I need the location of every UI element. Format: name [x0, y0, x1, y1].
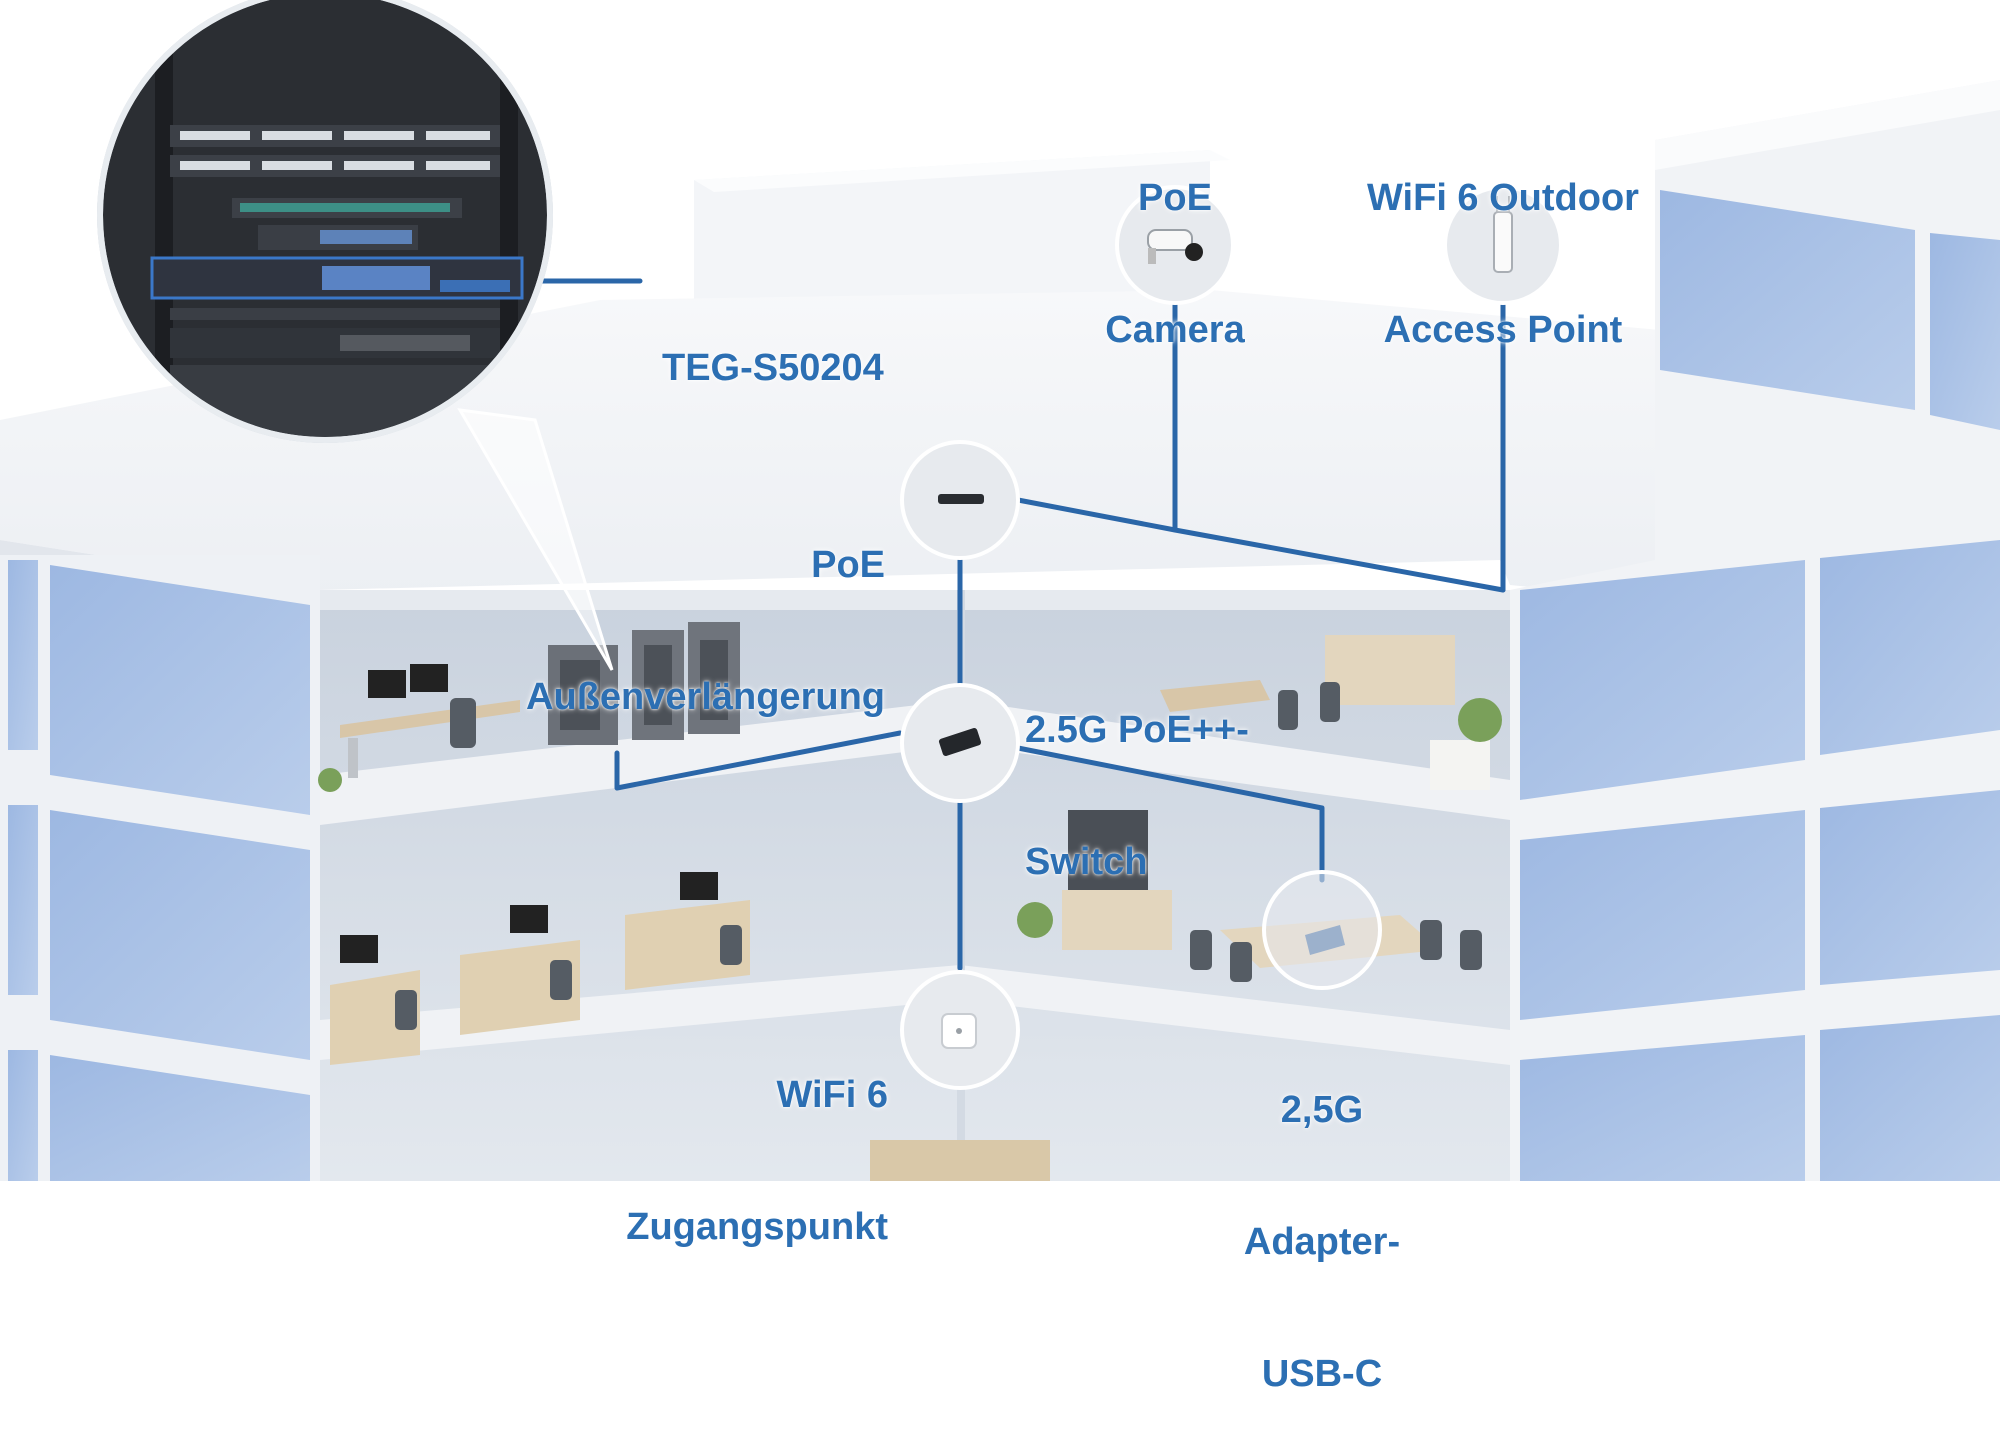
usb-adapter-label: 2,5G Adapter- USB-C	[1243, 1089, 1401, 1395]
teg-model-label: TEG-S50204	[662, 347, 884, 389]
upper-left-office	[318, 622, 740, 792]
wifi-access-point-icon	[900, 970, 1020, 1090]
left-facade	[0, 555, 320, 1181]
security-camera-icon	[1115, 185, 1235, 305]
right-tower	[1510, 80, 2000, 1181]
poe-extender-label: PoE Außenverlängerung	[526, 544, 885, 718]
usb-c-adapter-icon	[1262, 870, 1382, 990]
lower-left-office	[330, 872, 750, 1065]
line-switch-to-adapter	[1015, 745, 1325, 883]
poe-camera-label: PoE Camera	[1105, 177, 1245, 351]
line-switch-to-rack	[614, 730, 903, 791]
wifi-ap-label: WiFi 6 Zugangspunkt	[626, 1074, 888, 1248]
zoom-pointer	[457, 408, 614, 671]
network-switch-icon	[900, 683, 1020, 803]
poe-extender-icon	[900, 440, 1020, 560]
upper-right-office	[1160, 635, 1502, 790]
connection-lines	[519, 278, 1506, 971]
outdoor-ap-label: WiFi 6 Outdoor Access Point	[1367, 177, 1639, 351]
rack-zoom-callout	[97, 0, 553, 443]
outdoor-access-point-icon	[1443, 185, 1563, 305]
network-building-diagram	[0, 0, 2000, 1181]
poe-switch-label: 2.5G PoE++- Switch	[1025, 709, 1249, 883]
line-roof-trunk	[1015, 497, 1506, 593]
